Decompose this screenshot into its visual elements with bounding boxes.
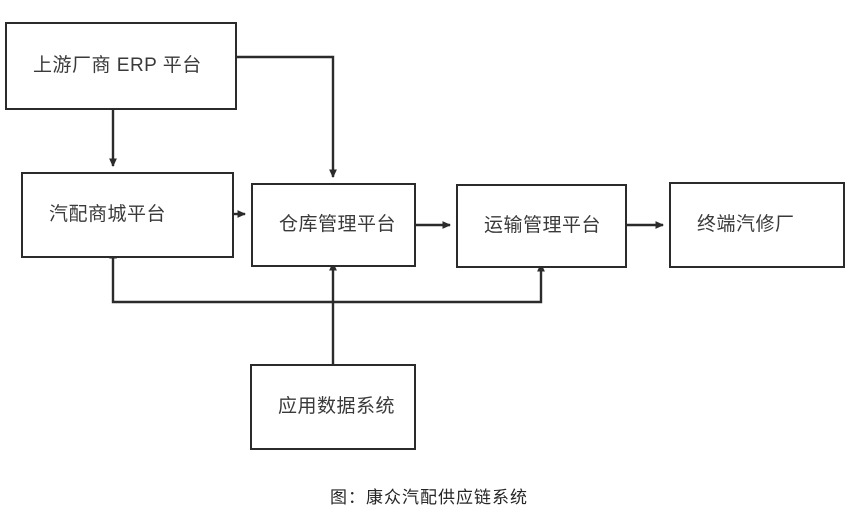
node-upstream-erp[interactable]: 上游厂商 ERP 平台 [5,22,237,110]
node-terminal-repair[interactable]: 终端汽修厂 [669,182,845,268]
node-warehouse-mgmt[interactable]: 仓库管理平台 [251,183,416,267]
node-upstream-erp-label: 上游厂商 ERP 平台 [33,54,202,76]
node-transport-mgmt[interactable]: 运输管理平台 [456,184,627,268]
node-app-data-system[interactable]: 应用数据系统 [250,364,416,450]
edge-data-bus-to-transport [333,263,545,304]
edge-data-bus-to-mall [109,250,333,304]
node-transport-mgmt-label: 运输管理平台 [484,214,602,236]
node-warehouse-mgmt-label: 仓库管理平台 [279,213,397,235]
edge-erp-to-warehouse [237,55,337,178]
diagram-caption: 图：康众汽配供应链系统 [330,488,528,508]
node-app-data-system-label: 应用数据系统 [278,395,396,417]
node-parts-mall[interactable]: 汽配商城平台 [21,172,234,258]
node-terminal-repair-label: 终端汽修厂 [697,213,795,235]
node-parts-mall-label: 汽配商城平台 [49,203,167,225]
